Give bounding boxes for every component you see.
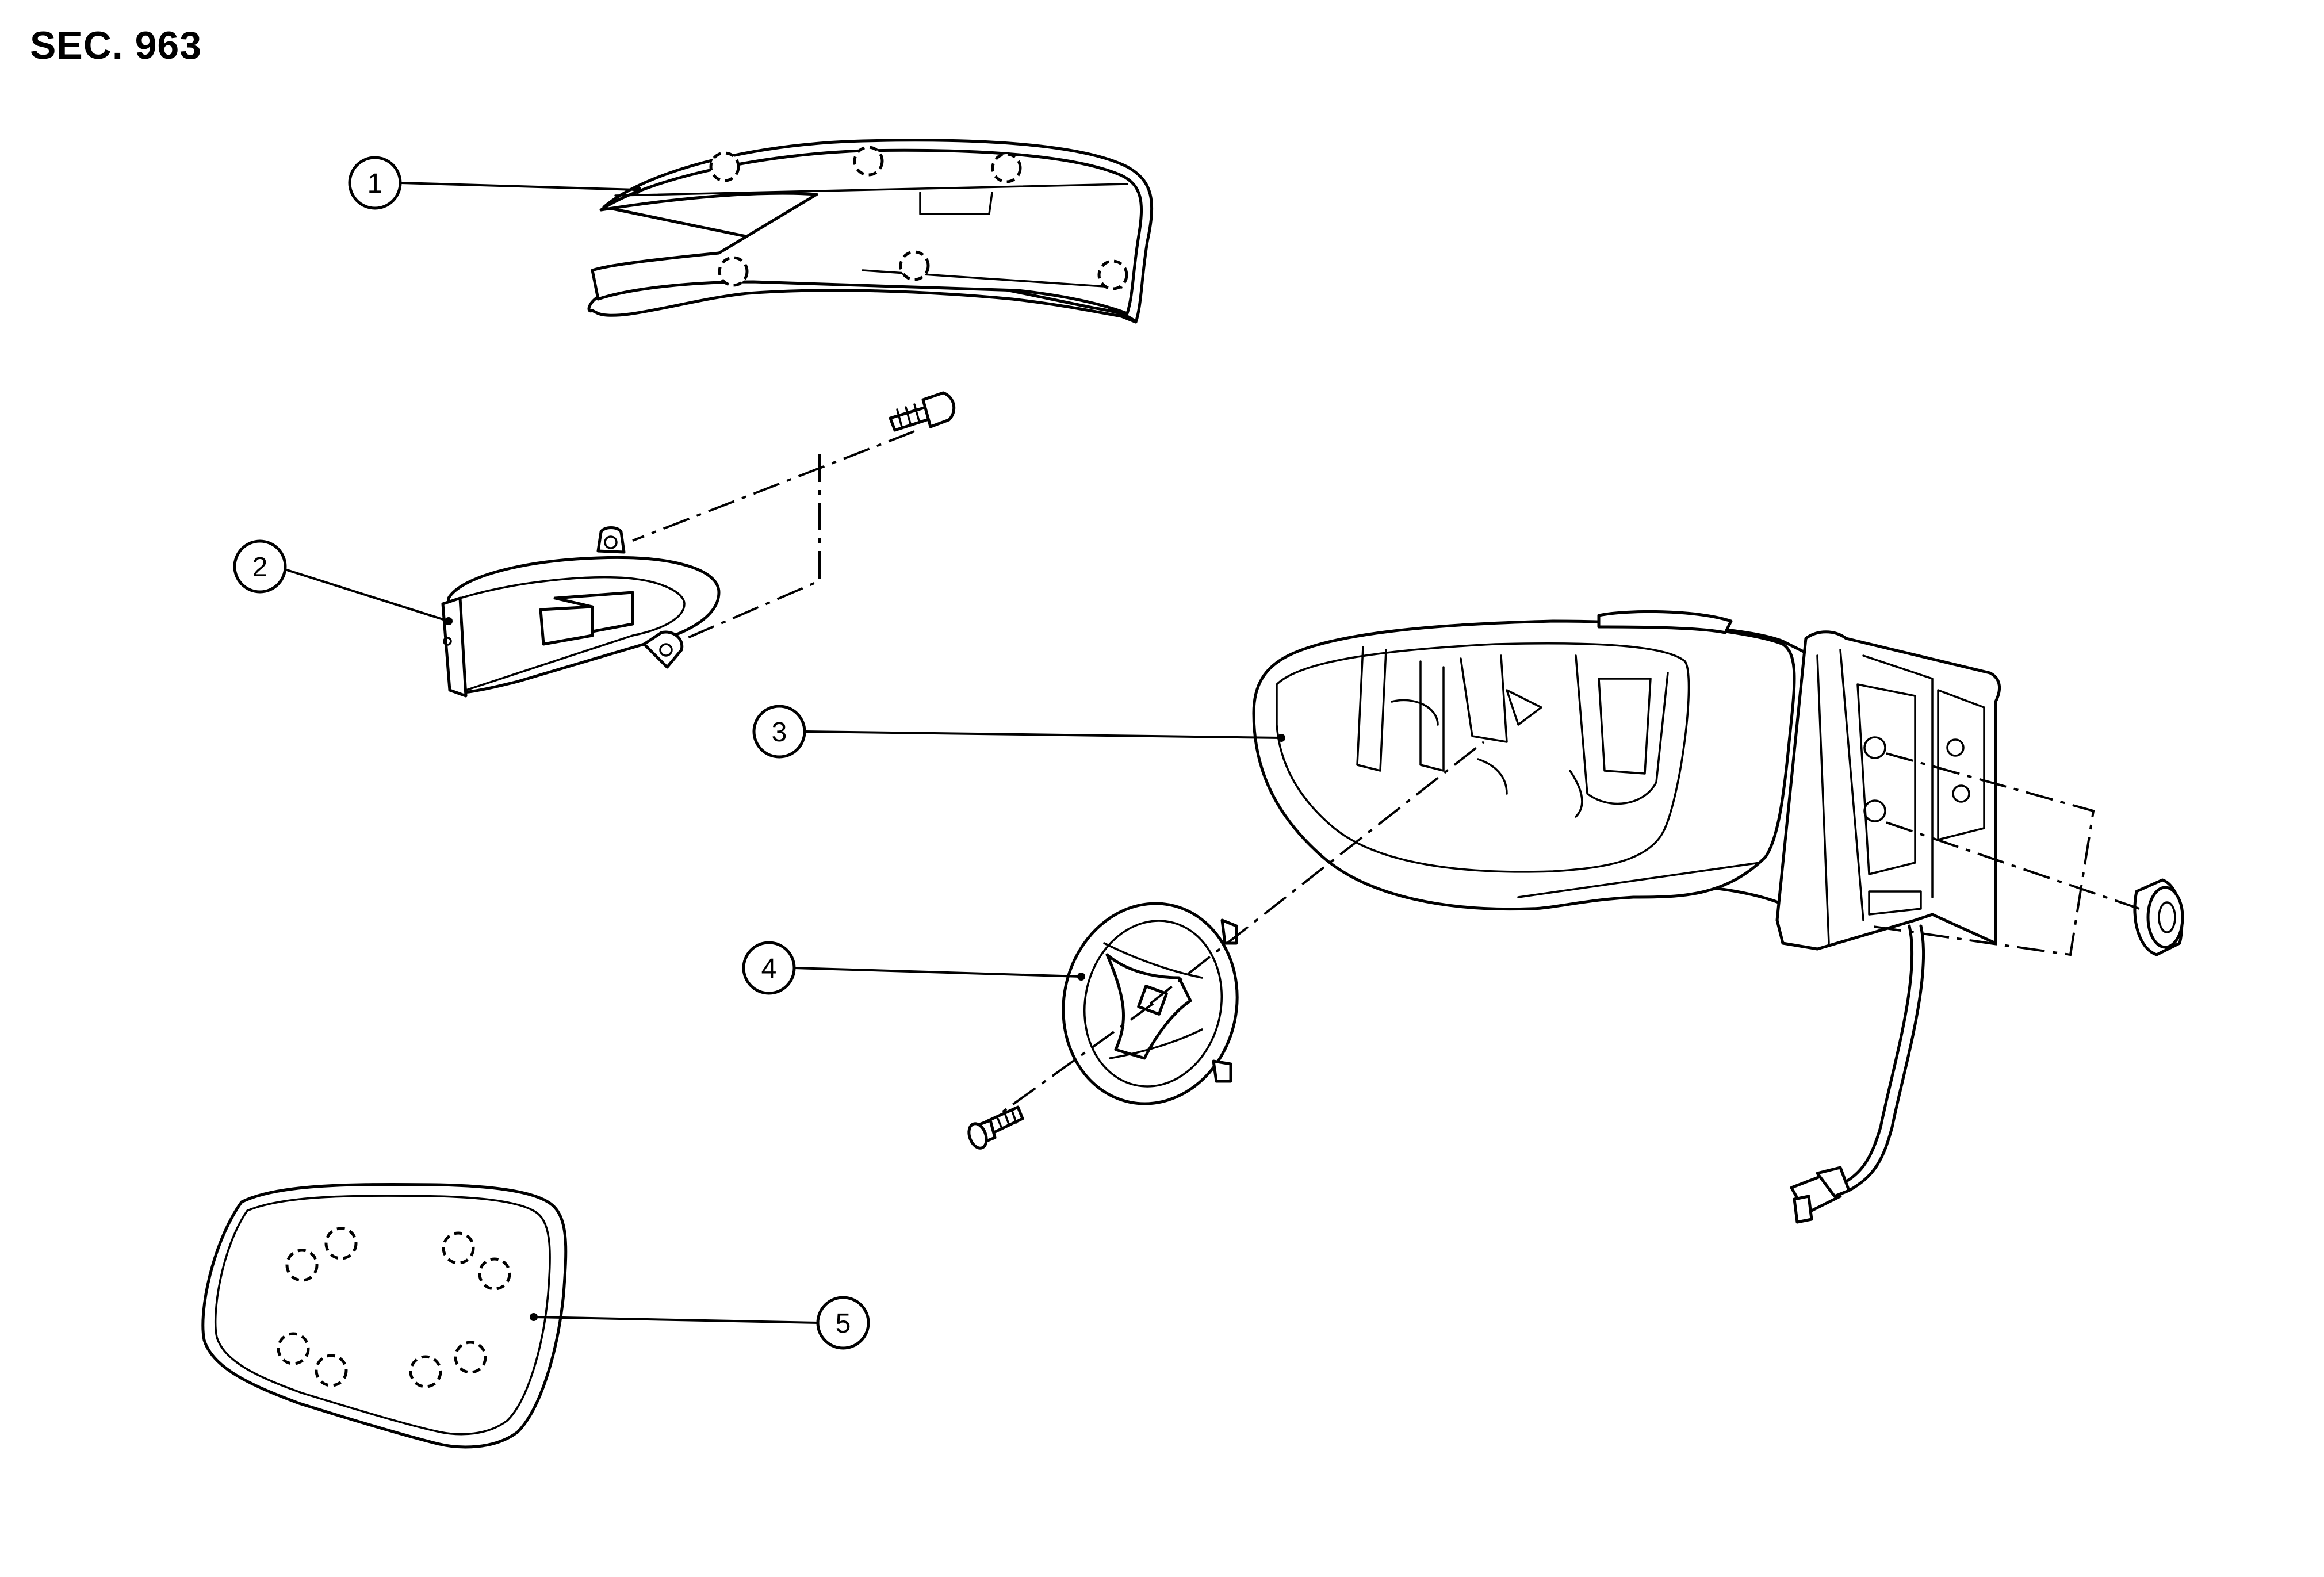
callout-5-number: 5 bbox=[836, 1308, 851, 1339]
callout-4: 4 bbox=[742, 941, 796, 995]
callout-3: 3 bbox=[752, 705, 806, 759]
section-label: SEC. 963 bbox=[30, 24, 202, 67]
mirror-glass bbox=[201, 1182, 568, 1449]
mirror-body bbox=[1252, 610, 2001, 1224]
mirror-cover bbox=[587, 139, 1154, 324]
bolt-upper bbox=[889, 391, 956, 432]
callout-5: 5 bbox=[816, 1296, 870, 1350]
callout-2: 2 bbox=[233, 539, 287, 594]
callout-1-number: 1 bbox=[367, 169, 383, 199]
callout-1: 1 bbox=[348, 156, 402, 210]
callout-2-number: 2 bbox=[252, 552, 268, 583]
callout-3-number: 3 bbox=[772, 717, 787, 748]
callout-4-number: 4 bbox=[761, 954, 777, 984]
side-turn-lamp bbox=[441, 526, 721, 698]
nut-fastener bbox=[2133, 878, 2184, 956]
screw-lower bbox=[967, 1105, 1024, 1150]
